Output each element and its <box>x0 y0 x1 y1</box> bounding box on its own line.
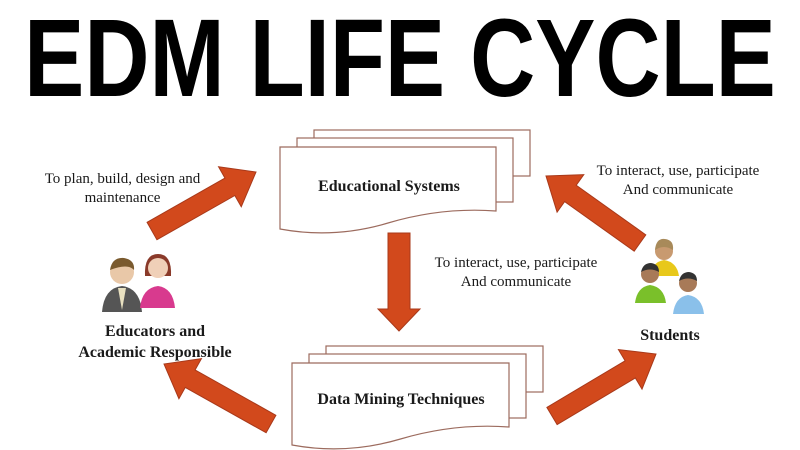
educators-icon <box>102 254 175 312</box>
educators-label: Educators and Academic Responsible <box>50 321 260 363</box>
systems-to-mining-label: To interact, use, participate And commun… <box>416 254 616 292</box>
students-label: Students <box>640 327 700 344</box>
arrow-educators-to-systems <box>146 166 257 241</box>
data-mining-label: Data Mining Techniques <box>317 391 485 408</box>
label-line: And communicate <box>460 274 572 290</box>
students-icon <box>635 238 704 314</box>
educational-systems-doc-stack <box>279 129 531 234</box>
students-to-systems-label: To interact, use, participate And commun… <box>578 162 778 200</box>
label-line: Educators and <box>104 323 206 340</box>
doc-front <box>291 362 510 450</box>
label-line: maintenance <box>84 190 161 206</box>
diagram-title: EDM LIFE CYCLE <box>24 0 776 120</box>
arrow-systems-to-mining <box>376 232 422 332</box>
label-line: To interact, use, participate <box>596 163 760 179</box>
arrows <box>146 166 657 434</box>
doc-front <box>279 146 497 234</box>
label-line: Academic Responsible <box>78 344 232 361</box>
label-line: And communicate <box>622 182 734 198</box>
educators-to-systems-label: To plan, build, design and maintenance <box>20 170 225 208</box>
arrow-students-to-systems <box>545 174 647 252</box>
arrow-mining-to-students <box>546 348 657 426</box>
educational-systems-label: Educational Systems <box>318 178 460 195</box>
data-mining-doc-stack <box>291 345 544 450</box>
label-line: To plan, build, design and <box>44 171 201 187</box>
arrow-mining-to-educators <box>163 357 277 434</box>
label-line: To interact, use, participate <box>434 255 598 271</box>
